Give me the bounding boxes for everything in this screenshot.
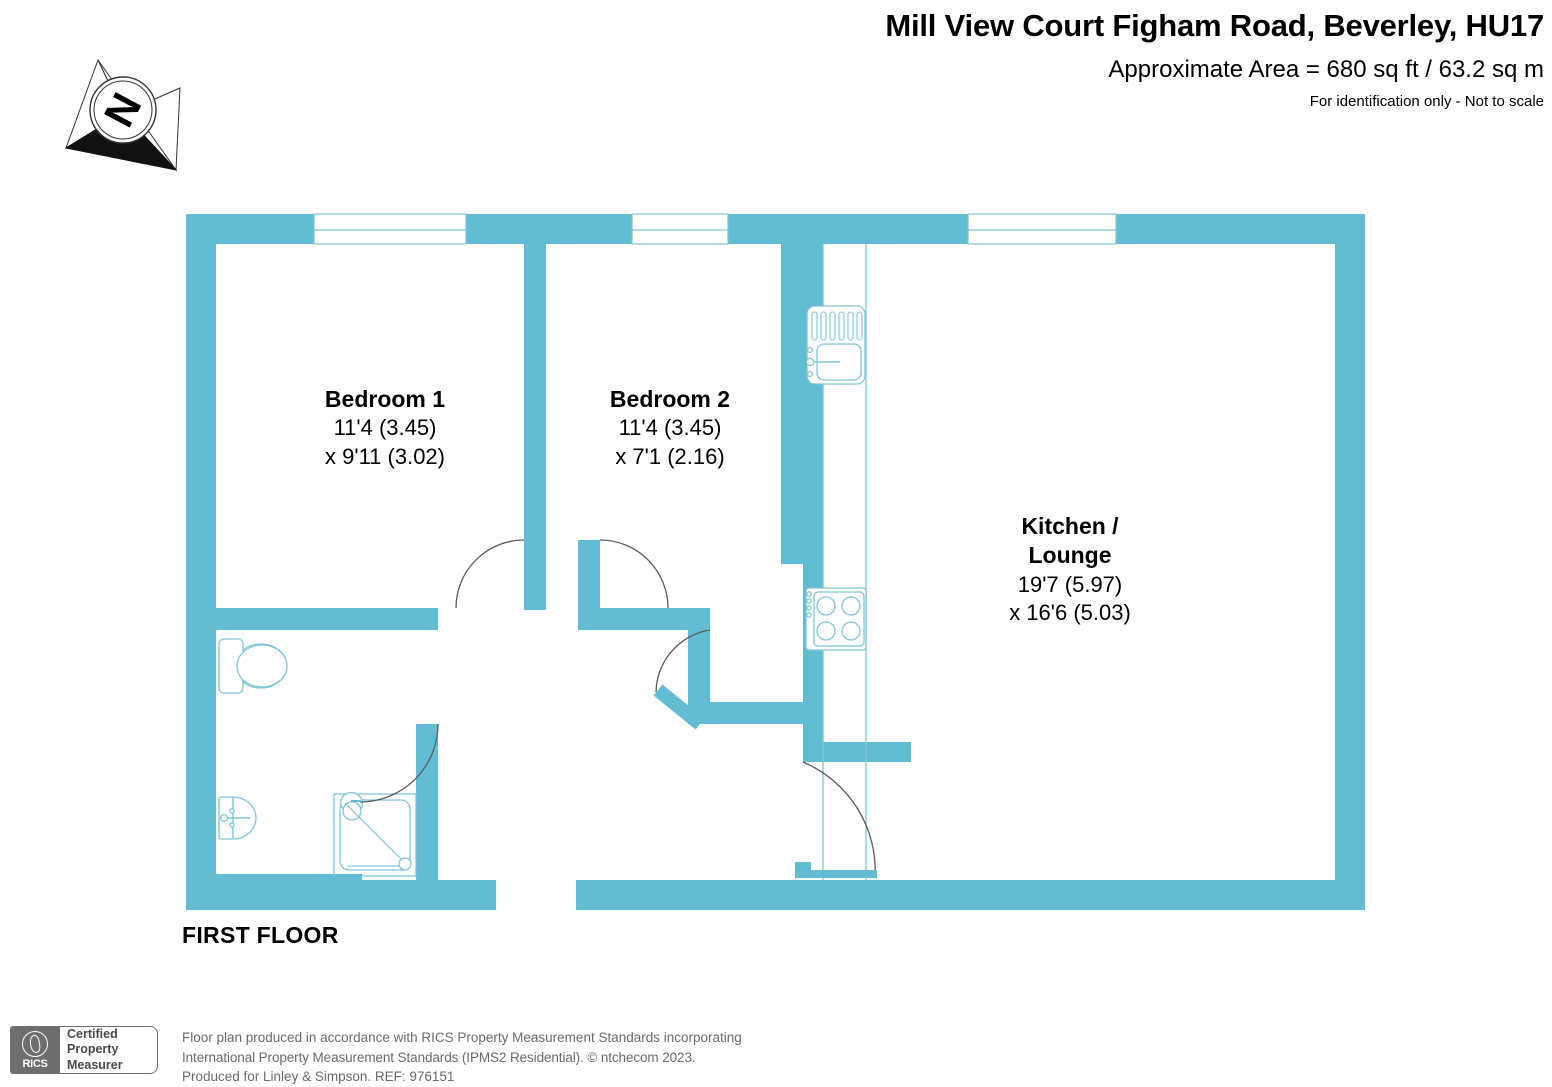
- rics-emblem-icon: [22, 1030, 48, 1057]
- footer-note-line-2: International Property Measurement Stand…: [182, 1049, 696, 1065]
- hob-icon: [805, 587, 867, 651]
- rics-badge-line-3: Measurer: [67, 1057, 123, 1072]
- page-title: Mill View Court Figham Road, Beverley, H…: [885, 8, 1544, 43]
- approximate-area: Approximate Area = 680 sq ft / 63.2 sq m: [1108, 55, 1544, 83]
- compass-rose-icon: N: [58, 48, 188, 178]
- rics-logo-icon: RICS: [10, 1026, 60, 1074]
- rics-badge-line-2: Property: [67, 1042, 119, 1057]
- wash-basin-icon: [218, 796, 257, 840]
- toilet-icon: [218, 638, 288, 694]
- rics-badge-text: Certified Property Measurer: [60, 1026, 158, 1074]
- door-bedroom-2: [599, 539, 669, 609]
- window-top-1: [313, 213, 467, 245]
- door-leaves: [653, 684, 705, 730]
- footer-disclaimer: Floor plan produced in accordance with R…: [182, 1028, 742, 1087]
- shower-tray-icon: [333, 791, 417, 877]
- rics-certified-badge: RICS Certified Property Measurer: [10, 1026, 158, 1074]
- doors: [359, 539, 876, 879]
- walls: [186, 213, 1365, 910]
- door-entrance: [802, 761, 876, 879]
- door-bathroom: [359, 723, 439, 803]
- rics-wordmark: RICS: [22, 1057, 48, 1070]
- footer-note-line-1: Floor plan produced in accordance with R…: [182, 1030, 742, 1045]
- door-hall: [655, 629, 711, 693]
- door-leaf-hall: [653, 684, 705, 730]
- kitchen-sink-icon: [805, 305, 866, 385]
- door-leaf-entrance: [795, 862, 877, 878]
- window-top-3: [967, 213, 1117, 245]
- plan-header: Mill View Court Figham Road, Beverley, H…: [644, 0, 1544, 110]
- plan-footer: RICS Certified Property Measurer Floor p…: [10, 1012, 1550, 1084]
- door-leaf-bathroom: [216, 874, 362, 880]
- floor-plan-drawing: [186, 213, 1365, 910]
- rics-badge-line-1: Certified: [67, 1027, 118, 1042]
- footer-note-line-3: Produced for Linley & Simpson. REF: 9761…: [182, 1069, 455, 1085]
- window-top-2: [631, 213, 729, 245]
- door-bedroom-1: [455, 539, 525, 609]
- floor-level-label: FIRST FLOOR: [182, 922, 339, 948]
- plan-disclaimer: For identification only - Not to scale: [1309, 93, 1544, 111]
